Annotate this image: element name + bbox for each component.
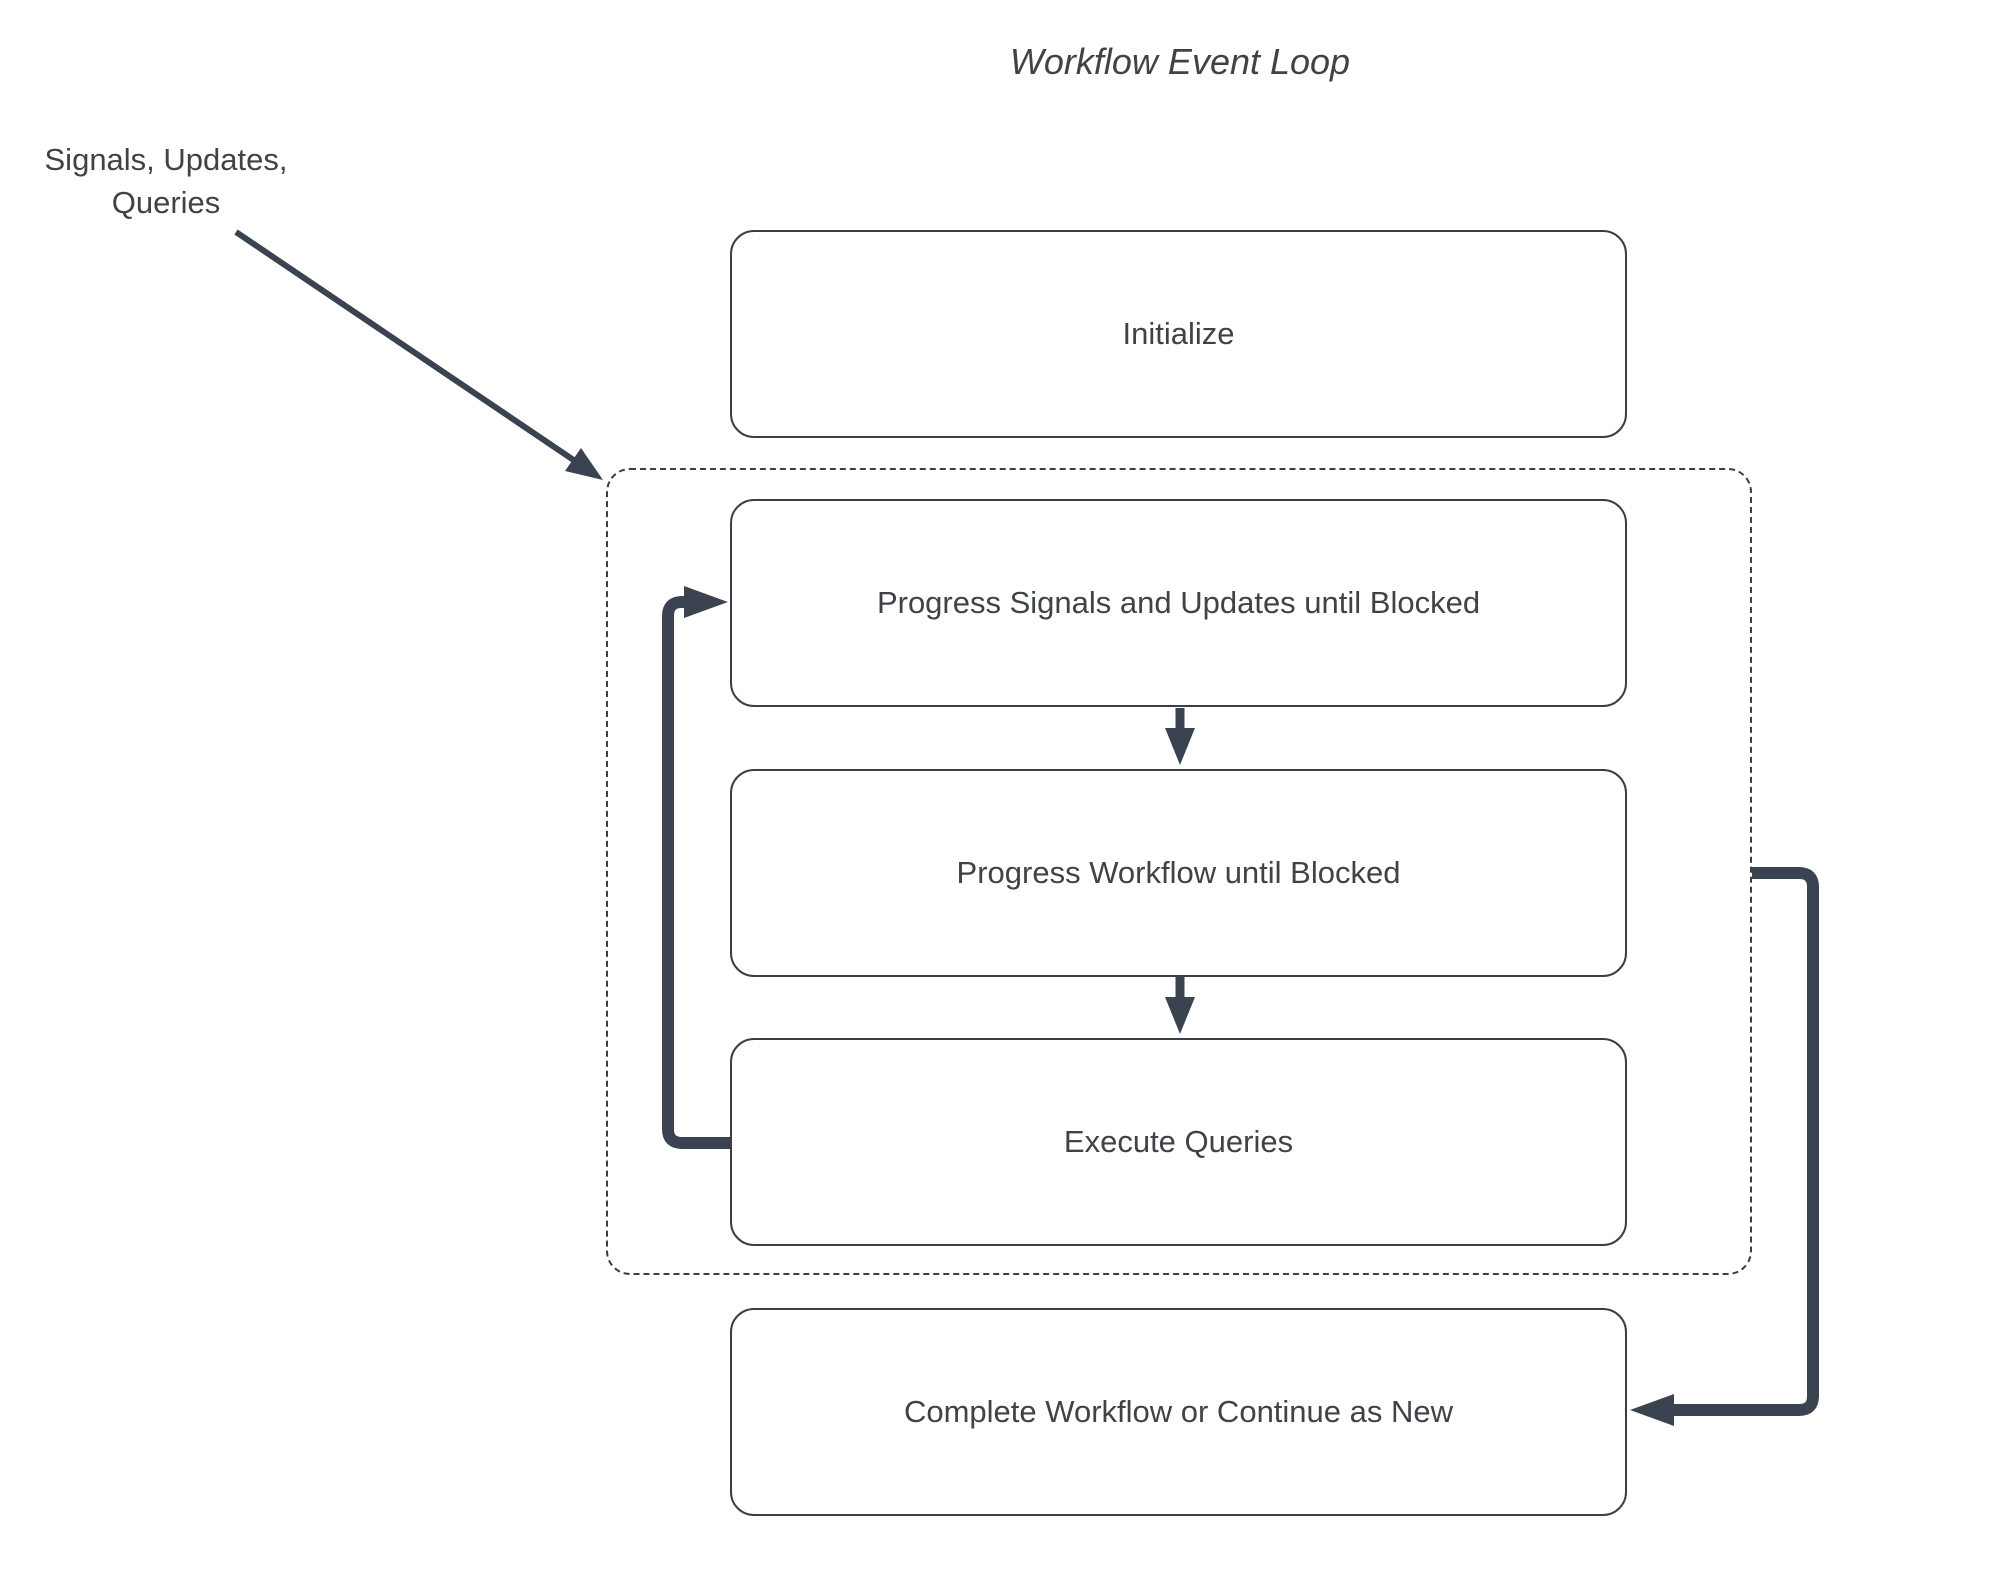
node-complete-workflow-label: Complete Workflow or Continue as New [903,1394,1454,1429]
node-execute-queries: Execute Queries [730,1038,1627,1246]
node-initialize-label: Initialize [1122,316,1235,351]
annotation-signals-updates-queries: Signals, Updates, Queries [44,142,288,220]
node-initialize: Initialize [730,230,1627,438]
node-progress-signals-updates: Progress Signals and Updates until Block… [730,499,1627,707]
arrow-signals-to-loop-line [234,229,580,466]
node-complete-workflow: Complete Workflow or Continue as New [730,1308,1627,1516]
arrow-signals-to-loop-arrowhead-icon [565,448,603,480]
node-progress-workflow: Progress Workflow until Blocked [730,769,1627,977]
node-execute-queries-label: Execute Queries [1063,1124,1294,1159]
page-title: Workflow Event Loop [1009,41,1351,82]
arrow-signals-to-loop [234,229,603,480]
node-progress-signals-updates-label: Progress Signals and Updates until Block… [876,585,1481,620]
node-progress-workflow-label: Progress Workflow until Blocked [956,855,1401,890]
arrow-to-complete-arrowhead-icon [1630,1394,1674,1426]
